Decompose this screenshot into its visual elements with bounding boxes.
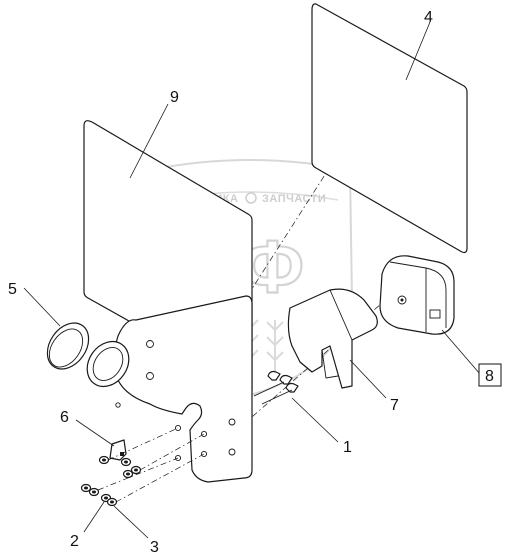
assembly-axis-line bbox=[247, 119, 361, 296]
nut-row-upper bbox=[98, 455, 142, 479]
svg-text:3: 3 bbox=[150, 539, 159, 556]
callout-2: 2 bbox=[70, 501, 105, 550]
watermark-text-right: ЗАПЧАСТИ bbox=[262, 193, 326, 205]
callout-1: 1 bbox=[291, 397, 352, 456]
svg-text:2: 2 bbox=[70, 533, 79, 550]
svg-text:4: 4 bbox=[424, 9, 433, 26]
part-1-bolts bbox=[253, 370, 299, 405]
callout-9: 9 bbox=[129, 89, 179, 179]
part-5-round-cover bbox=[46, 322, 90, 370]
mounting-bracket-plate bbox=[113, 295, 253, 483]
nut-row-lower bbox=[80, 483, 118, 507]
svg-text:6: 6 bbox=[60, 409, 69, 426]
parts-2-3-nuts-washers bbox=[80, 427, 205, 507]
part-4-rear-glass-panel bbox=[311, 3, 468, 254]
callout-8: 8 bbox=[441, 329, 502, 387]
watermark-gear-icon bbox=[245, 192, 257, 204]
part-7-lamp-housing-bracket bbox=[287, 288, 378, 389]
svg-text:1: 1 bbox=[343, 439, 352, 456]
part-6-clip bbox=[109, 439, 127, 461]
part-8-lamp bbox=[379, 255, 455, 335]
round-seat-ring bbox=[86, 340, 130, 388]
svg-text:9: 9 bbox=[170, 89, 179, 106]
assembly-axis-line-lower bbox=[211, 295, 391, 453]
svg-text:8: 8 bbox=[485, 368, 494, 385]
callout-6: 6 bbox=[60, 409, 115, 447]
svg-text:7: 7 bbox=[390, 397, 399, 414]
callout-3: 3 bbox=[113, 505, 159, 556]
callout-4: 4 bbox=[405, 9, 433, 81]
callout-7: 7 bbox=[349, 359, 399, 414]
callout-5: 5 bbox=[8, 281, 61, 327]
svg-text:5: 5 bbox=[8, 281, 17, 298]
